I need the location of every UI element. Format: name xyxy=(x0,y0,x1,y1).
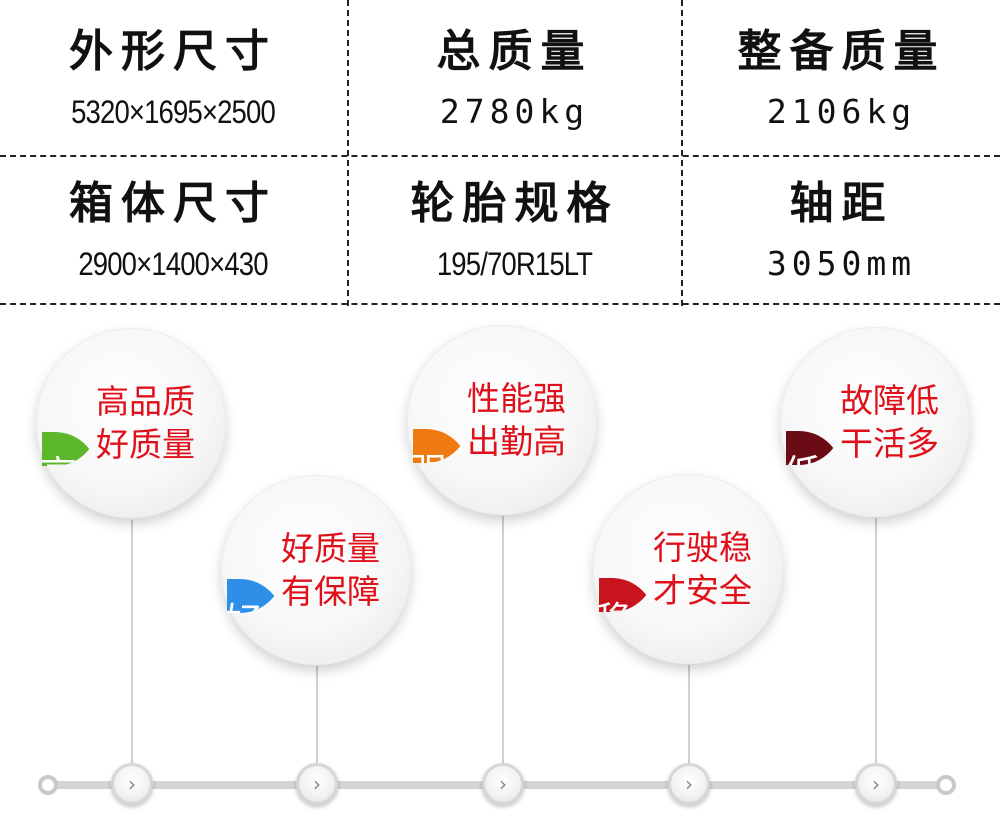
table-divider xyxy=(0,155,1000,157)
spec-label: 外形尺寸 xyxy=(69,26,277,77)
feature-line: 才安全 xyxy=(653,571,752,610)
feature-line: 出勤高 xyxy=(467,422,566,461)
feature-text: 行驶稳 才安全 xyxy=(653,526,783,612)
feature-circle-stability: 稳 行驶稳 才安全 xyxy=(593,474,783,664)
spec-cell-tire-spec: 轮胎规格 195/70R15LT xyxy=(349,152,680,303)
feature-line: 有保障 xyxy=(281,572,380,611)
spec-value: 2900×1400×430 xyxy=(78,246,268,282)
feature-text: 高品质 好质量 xyxy=(96,380,226,466)
feature-line: 好质量 xyxy=(281,529,380,568)
table-divider xyxy=(347,0,349,306)
table-divider xyxy=(0,303,1000,305)
feature-badge: 强 xyxy=(413,377,469,463)
feature-badge-char: 低 xyxy=(786,431,842,465)
feature-text: 故障低 干活多 xyxy=(840,379,970,465)
feature-text: 性能强 出勤高 xyxy=(467,377,597,463)
spec-value: 2780kg xyxy=(439,92,590,131)
spec-cell-wheelbase: 轴距 3050mm xyxy=(683,152,1000,303)
connector-line xyxy=(875,518,877,763)
timeline-node-chevron-icon[interactable]: › xyxy=(296,763,338,805)
feature-badge: 好 xyxy=(227,527,283,613)
feature-line: 好质量 xyxy=(96,425,195,464)
feature-badge-char: 稳 xyxy=(599,578,655,612)
connector-line xyxy=(688,665,690,763)
spec-label: 总质量 xyxy=(436,26,593,77)
timeline-node-chevron-icon[interactable]: › xyxy=(855,763,897,805)
spec-value: 5320×1695×2500 xyxy=(71,94,276,130)
feature-badge: 低 xyxy=(786,379,842,465)
spec-value: 195/70R15LT xyxy=(436,246,593,282)
spec-label: 轴距 xyxy=(789,178,894,229)
feature-line: 高品质 xyxy=(96,382,195,421)
feature-badge-char: 高 xyxy=(42,432,98,466)
feature-badge: 稳 xyxy=(599,526,655,612)
feature-text: 好质量 有保障 xyxy=(281,527,411,613)
timeline-start-dot xyxy=(38,775,58,795)
timeline-node-chevron-icon[interactable]: › xyxy=(668,763,710,805)
spec-label: 整备质量 xyxy=(737,26,946,77)
feature-circle-quality: 高 高品质 好质量 xyxy=(36,328,226,518)
feature-line: 行驶稳 xyxy=(653,528,752,567)
feature-badge: 高 xyxy=(42,380,98,466)
connector-line xyxy=(131,520,133,763)
timeline-node-chevron-icon[interactable]: › xyxy=(482,763,524,805)
feature-line: 干活多 xyxy=(840,424,939,463)
timeline-end-dot xyxy=(936,775,956,795)
spec-value: 3050mm xyxy=(766,244,917,283)
timeline-node-chevron-icon[interactable]: › xyxy=(111,763,153,805)
feature-line: 故障低 xyxy=(840,381,939,420)
connector-line xyxy=(316,666,318,763)
spec-cell-exterior-size: 外形尺寸 5320×1695×2500 xyxy=(0,0,346,155)
spec-cell-curb-weight: 整备质量 2106kg xyxy=(683,0,1000,155)
table-divider xyxy=(681,0,683,306)
feature-line: 性能强 xyxy=(467,379,566,418)
spec-table: 外形尺寸 5320×1695×2500 总质量 2780kg 整备质量 2106… xyxy=(0,0,1000,306)
spec-label: 轮胎规格 xyxy=(410,178,619,229)
feature-circle-guarantee: 好 好质量 有保障 xyxy=(221,475,411,665)
feature-badge-char: 好 xyxy=(227,579,283,613)
connector-line xyxy=(502,516,504,763)
spec-label: 箱体尺寸 xyxy=(69,178,277,229)
spec-cell-gross-weight: 总质量 2780kg xyxy=(349,0,680,155)
spec-value: 2106kg xyxy=(766,92,917,131)
feature-circle-performance: 强 性能强 出勤高 xyxy=(407,325,597,515)
spec-cell-box-size: 箱体尺寸 2900×1400×430 xyxy=(0,152,346,303)
feature-badge-char: 强 xyxy=(413,429,469,463)
feature-circle-low-failure: 低 故障低 干活多 xyxy=(780,327,970,517)
